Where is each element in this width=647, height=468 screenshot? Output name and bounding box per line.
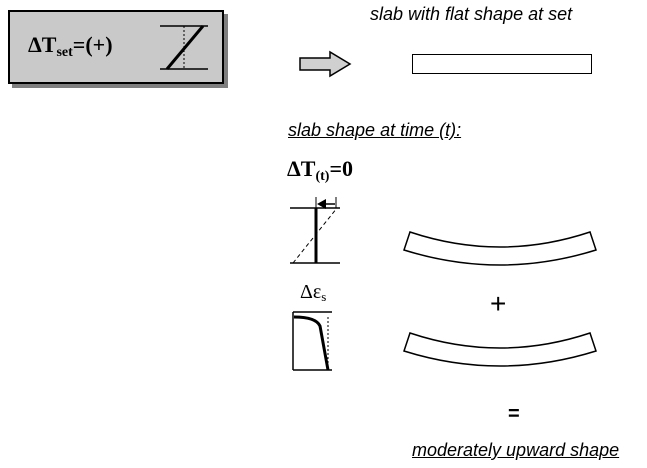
right-arrow-icon	[299, 50, 352, 78]
flat-shape-label: slab with flat shape at set	[370, 4, 573, 24]
delta-t-time-symbol: ΔT	[287, 156, 316, 181]
shrinkage-subscript: s	[321, 289, 327, 304]
time-shape-label: slab shape at time (t):	[288, 120, 462, 140]
delta-epsilon-symbol: Δε	[300, 281, 322, 303]
time-gradient-icon	[290, 197, 340, 264]
delta-t-symbol: ΔT	[28, 32, 57, 57]
curled-slab-shape	[403, 231, 597, 266]
time-subscript: (t)	[315, 169, 330, 184]
equals-sign: =	[508, 403, 520, 425]
curled-slab-shape-2	[403, 332, 597, 367]
set-subscript: set	[56, 45, 73, 60]
shrinkage-strain-label: Δεs	[300, 281, 326, 305]
set-value: =(+)	[72, 32, 113, 57]
delta-t-time-label: ΔT(t)=0	[287, 156, 353, 185]
plus-sign: +	[490, 288, 507, 319]
flat-slab-shape	[412, 54, 592, 74]
result-label: moderately upward shape	[412, 440, 620, 460]
set-gradient-icon	[160, 25, 208, 70]
set-temperature-box: ΔTset=(+)	[8, 10, 224, 84]
shrinkage-profile-icon	[292, 311, 332, 371]
delta-t-set-label: ΔTset=(+)	[28, 32, 113, 61]
time-value: =0	[329, 156, 354, 181]
